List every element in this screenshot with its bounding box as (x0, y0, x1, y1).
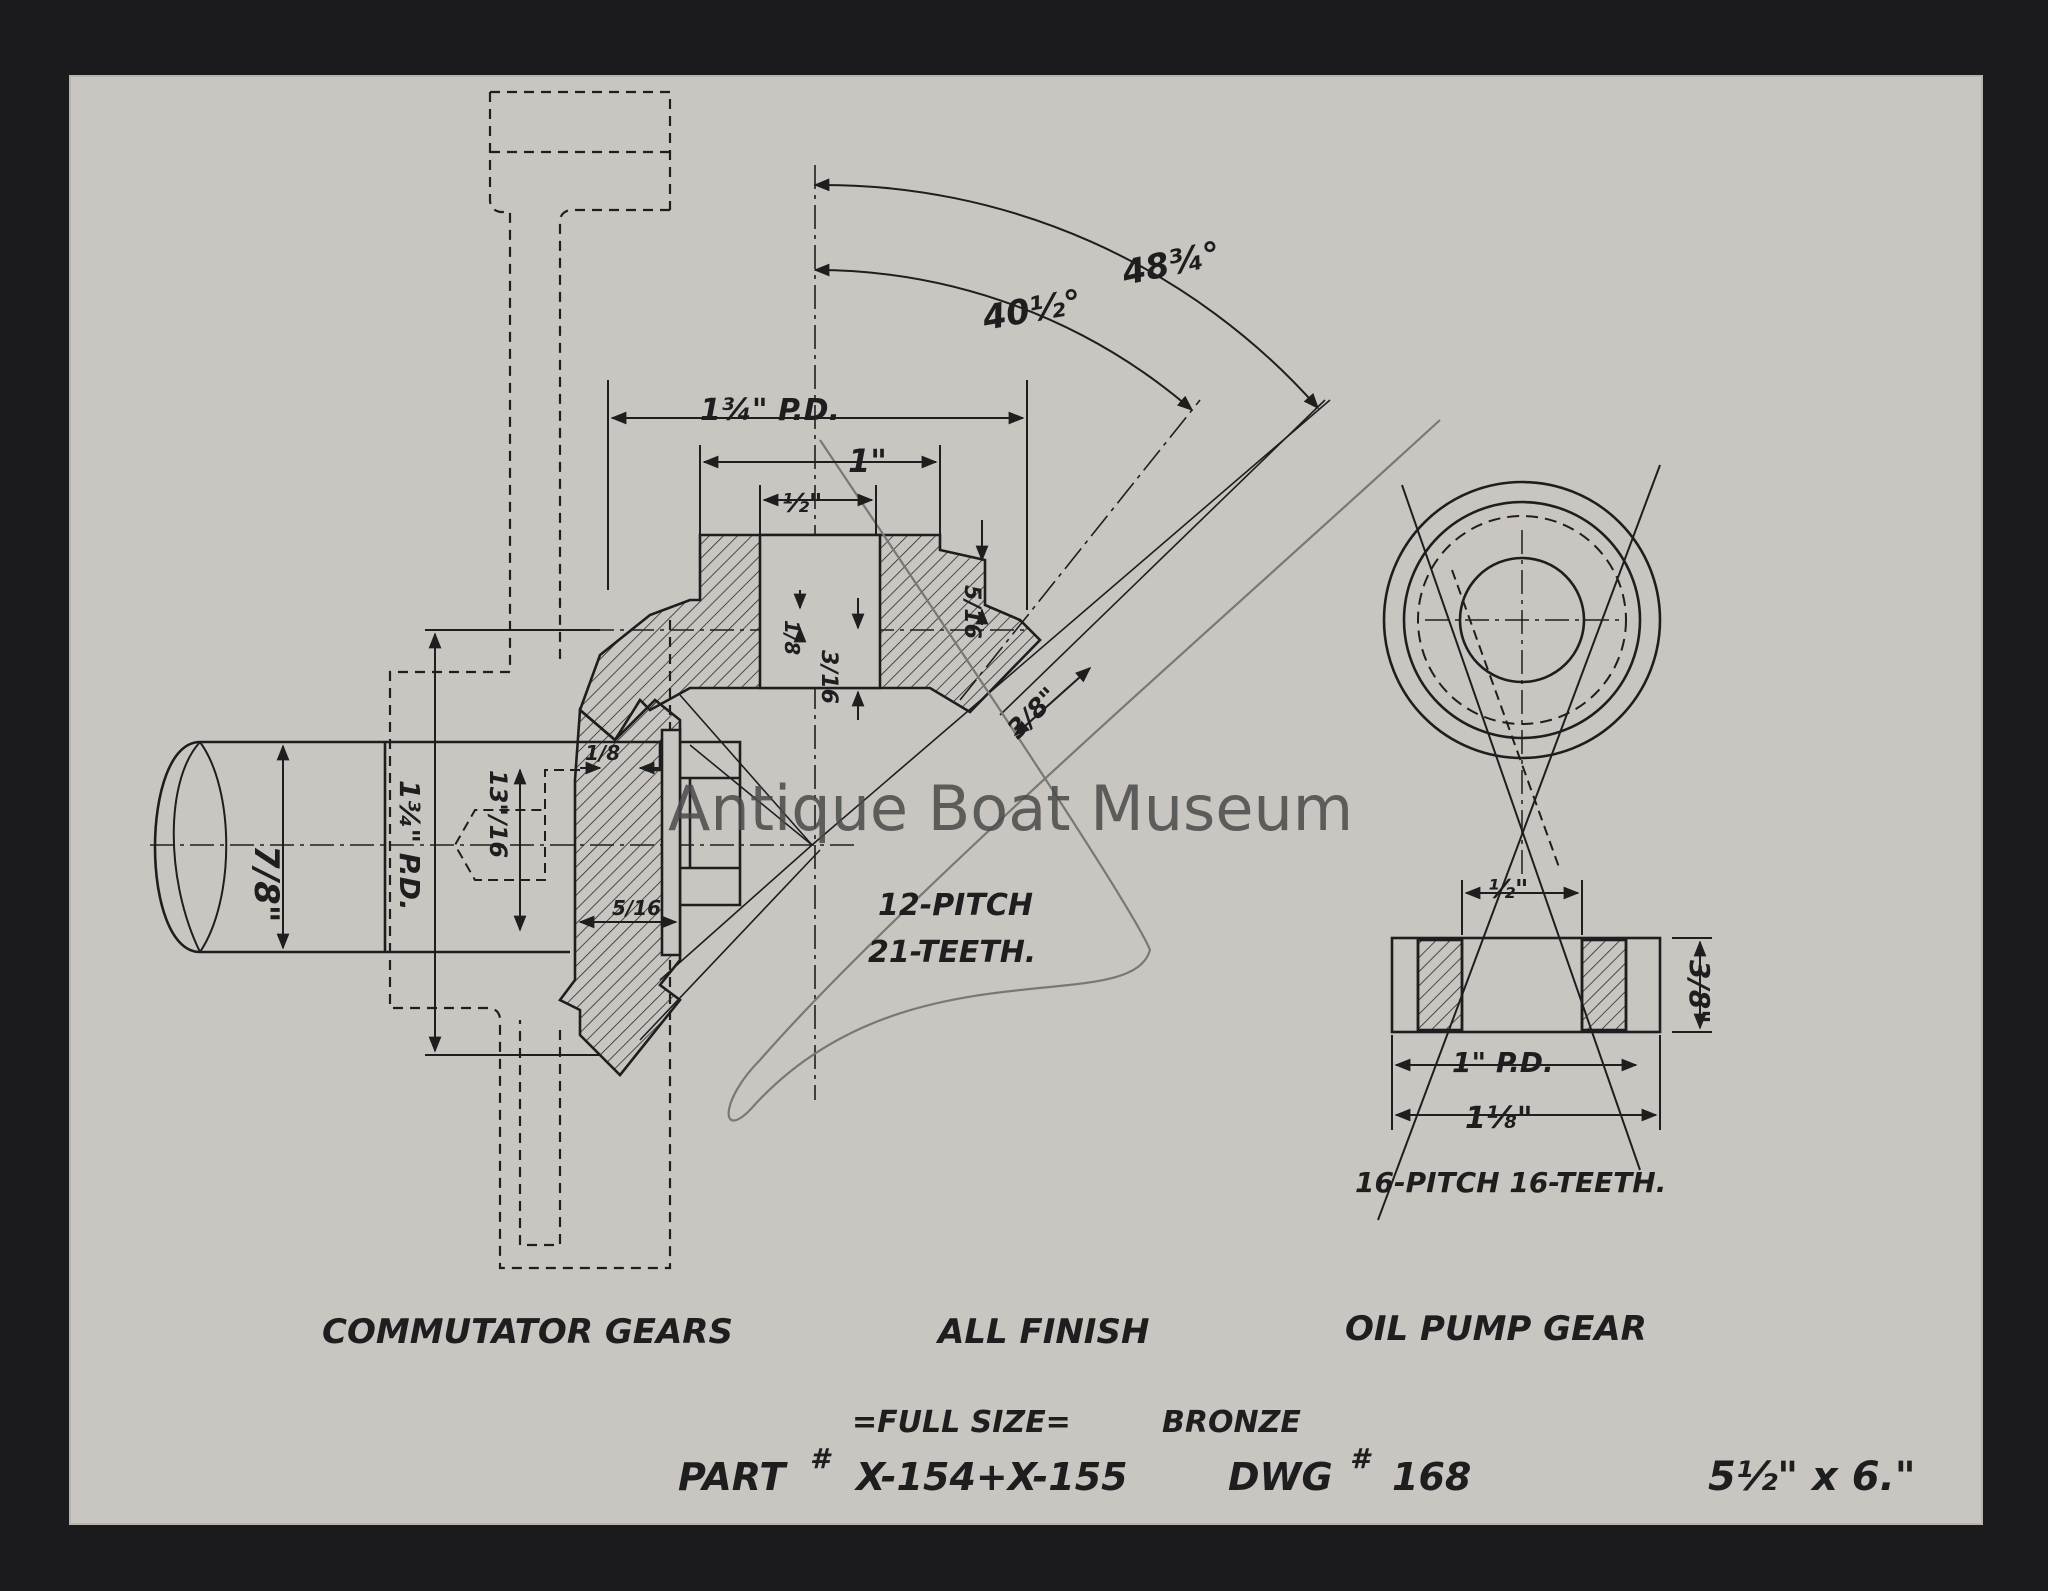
part-number: X-154+X-155 (854, 1455, 1128, 1499)
part-number-sign: # (810, 1442, 832, 1475)
hatch-right (1580, 938, 1628, 1032)
watermark: Antique Boat Museum (668, 772, 1353, 845)
dim-5-16-bottom-label: 5/16 (612, 896, 661, 920)
commutator-teeth-label: 21-TEETH. (868, 935, 1036, 970)
dashed-mating-part (388, 90, 672, 1270)
gear-body (1390, 936, 1662, 1034)
part-label: PART (678, 1455, 788, 1499)
dim-13-16-label: 13"/16 (484, 770, 512, 858)
dim-half-label: ½" (782, 489, 822, 519)
title-all-finish: ALL FINISH (935, 1312, 1149, 1352)
oil-pump-labels: ½" 3/8" 1" P.D. 1⅛" 16-PITCH 16-TEETH. (1355, 875, 1716, 1199)
oil-pump-cone-lines (1377, 464, 1661, 1221)
commutator-gears-view (150, 90, 1441, 1270)
pd-top-label: 1¾" P.D. (700, 393, 840, 428)
oil-dim-1-pd-label: 1" P.D. (1452, 1046, 1554, 1079)
gear-hub-window (660, 728, 682, 957)
oil-dim-half-label: ½" (1488, 875, 1528, 905)
vertical-dimensions (276, 520, 1092, 1056)
dim-1-8-small-label: 1/8 (585, 741, 620, 765)
pencil-arc (727, 419, 1441, 1122)
dwg-label: DWG (1228, 1455, 1333, 1499)
oil-pump-gear-view (1377, 464, 1712, 1221)
title-commutator-gears: COMMUTATOR GEARS (322, 1312, 733, 1352)
size-note: 5½" x 6." (1708, 1454, 1916, 1500)
commutator-pitch-label: 12-PITCH (878, 888, 1033, 923)
oil-dim-1-1-8-label: 1⅛" (1465, 1101, 1533, 1136)
dim-1-8-label: 1/8 (780, 620, 804, 655)
dim-3-16-label: 3/16 (816, 650, 841, 704)
material-note: BRONZE (1162, 1405, 1301, 1440)
oil-pump-dimensions (1391, 880, 1712, 1130)
angle-dimensions (813, 178, 1320, 412)
pitch-cone-lines (639, 399, 1331, 1041)
title-oil-pump-gear: OIL PUMP GEAR (1345, 1309, 1647, 1349)
dim-1in-label: 1" (848, 442, 887, 480)
dim-shaft-label: 7/8" (246, 845, 286, 922)
oil-dim-3-8-label: 3/8" (1683, 960, 1716, 1024)
hatch-left (1416, 938, 1464, 1032)
shaft (153, 740, 387, 954)
outer-circle (1382, 480, 1662, 760)
dim-pd-vertical-label: 1¾" P.D. (393, 780, 426, 911)
gear-section-lower (558, 698, 682, 1077)
dim-5-16-flange-label: 5/16 (959, 585, 984, 639)
dwg-number: 168 (1392, 1455, 1471, 1499)
title-block: COMMUTATOR GEARS ALL FINISH OIL PUMP GEA… (322, 1309, 1916, 1500)
scale-note: =FULL SIZE= (852, 1405, 1071, 1440)
gear-bore-window (758, 533, 882, 690)
horizontal-dimensions (578, 380, 1028, 929)
oil-pitch-teeth-label: 16-PITCH 16-TEETH. (1355, 1166, 1666, 1199)
oil-pump-center-lines (1425, 530, 1620, 880)
dwg-number-sign: # (1350, 1442, 1372, 1475)
